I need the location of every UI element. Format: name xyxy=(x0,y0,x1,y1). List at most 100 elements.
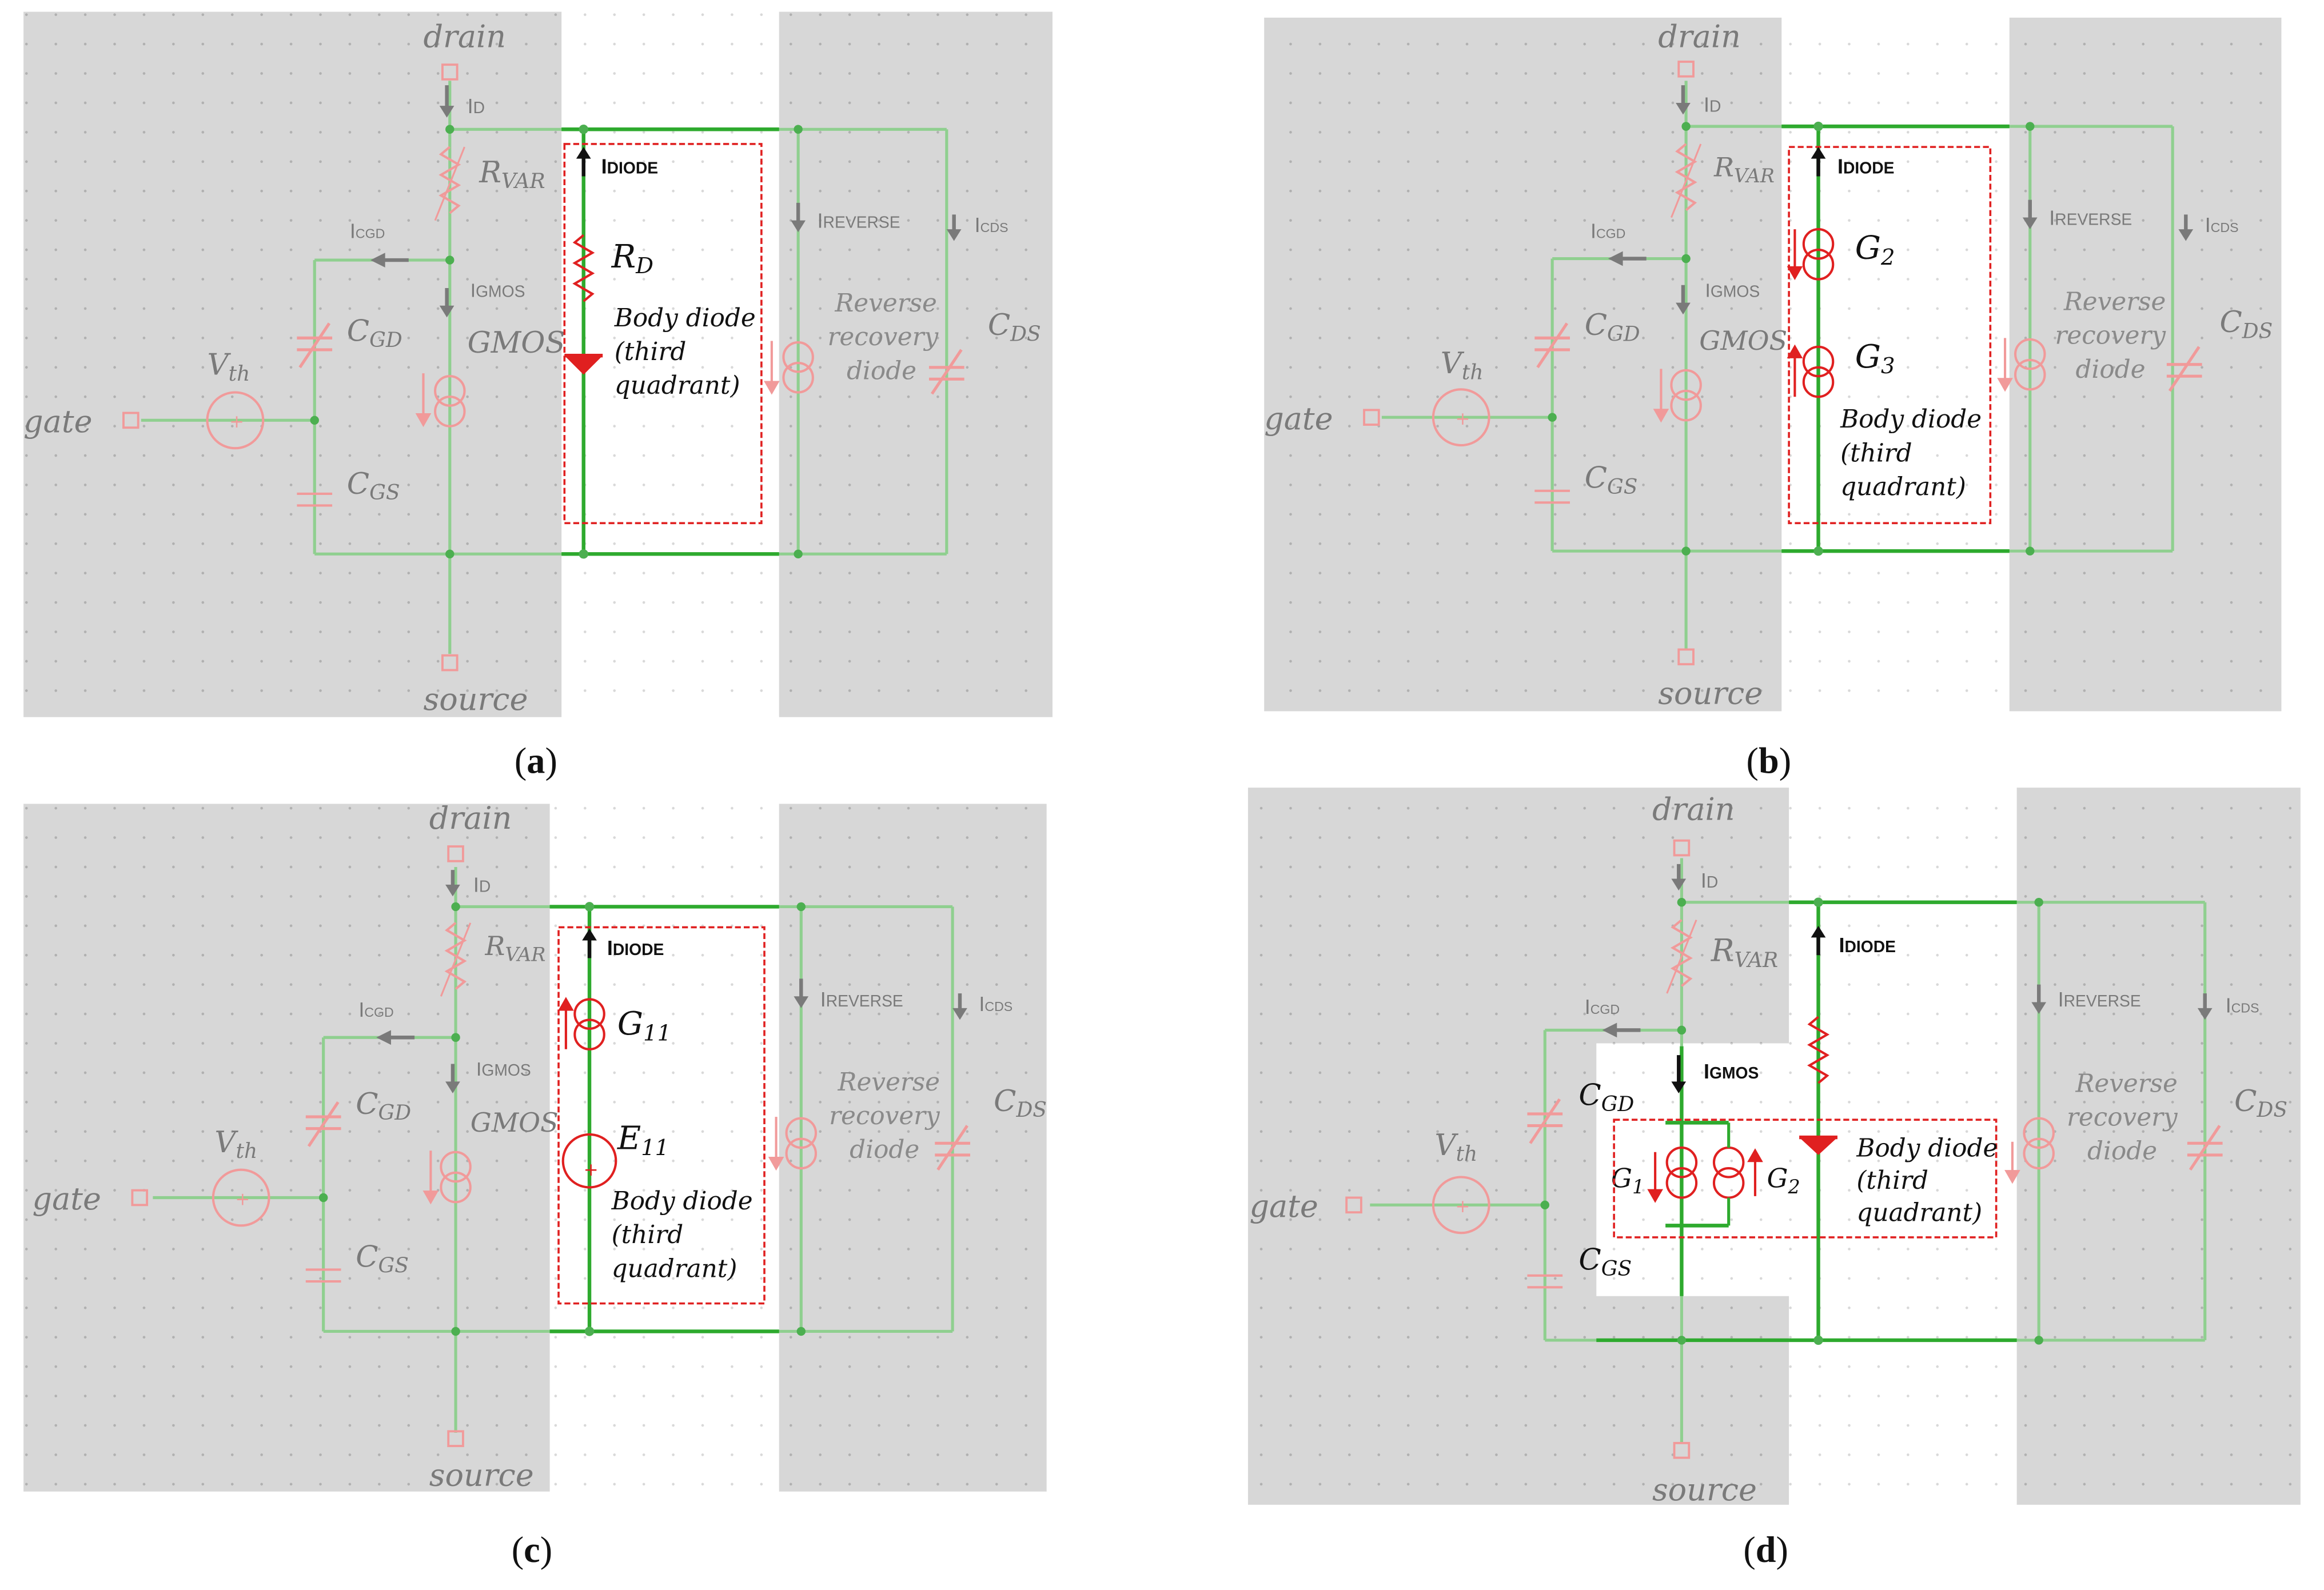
panel-c-icds-label: ICDS xyxy=(979,992,1012,1016)
panel-b-icds-arrow xyxy=(2178,214,2194,241)
panel-b-rvar-label: RVAR xyxy=(1713,152,1775,187)
panel-d-igmos-arrow xyxy=(1671,1055,1687,1093)
panel-c-icgd-arrow xyxy=(376,1030,415,1045)
panel-d-g1-label: G1 xyxy=(1611,1163,1644,1198)
panel-a-ireverse-label: IREVERSE xyxy=(818,209,900,233)
panel-c-source-label: source xyxy=(429,1457,534,1493)
panel-b-cds-label: CDS xyxy=(2219,305,2273,343)
panel-b-gmos-label: GMOS xyxy=(1699,325,1787,356)
panel-d-bd-line2: (third xyxy=(1856,1166,1928,1195)
panel-d-shade-left-grid xyxy=(1247,788,1789,1505)
panel-c-cgs-label: CGS xyxy=(356,1240,409,1277)
panel-b-junctions xyxy=(1548,121,2035,556)
panel-d-source-terminal xyxy=(1673,1441,1691,1459)
panel-d-cgd-capacitor xyxy=(1527,1098,1563,1144)
panel-d-cds-capacitor xyxy=(2187,1125,2223,1171)
panel-b-body-diode-box xyxy=(1788,146,1992,525)
panel-d-icgd-label: ICGD xyxy=(1585,995,1620,1018)
panel-d-vth-source xyxy=(1432,1176,1490,1235)
panel-b-icgd-label: ICGD xyxy=(1590,219,1625,243)
panel-a: drain source gate ID RVAR ICGD IGMOS xyxy=(23,11,1053,781)
panel-b-idiode-arrow xyxy=(1811,147,1826,177)
panel-b-rr-line3: diode xyxy=(2075,355,2145,384)
panel-b-rvar-variable-arrow xyxy=(1670,143,1702,218)
panel-d-cgs-label: CGS xyxy=(1578,1243,1632,1280)
panel-a-rvar-variable-arrow xyxy=(434,146,465,221)
panel-c-junctions xyxy=(318,902,806,1336)
panel-b-rvar-resistor xyxy=(1675,143,1697,211)
panel-b-gmos-source xyxy=(1653,369,1702,423)
panel-c-ireverse-arrow xyxy=(794,978,809,1008)
panel-a-cds-label: CDS xyxy=(988,308,1041,346)
panel-c-vth-source xyxy=(212,1168,270,1227)
panel-c-icgd-label: ICGD xyxy=(358,998,393,1021)
panel-c-rvar-label: RVAR xyxy=(484,930,545,965)
panel-a-cgs-label: CGS xyxy=(347,467,400,505)
panel-b-icds-label: ICDS xyxy=(2205,213,2239,237)
panel-d-idiode-arrow xyxy=(1811,925,1826,956)
panel-b-ireverse-arrow xyxy=(2022,199,2038,230)
panel-d-rr-line2: recovery xyxy=(2067,1103,2178,1132)
panel-b-reverse-recovery-source xyxy=(1997,338,2046,392)
panel-a-cgs-capacitor xyxy=(297,492,333,507)
panel-d-drain-terminal xyxy=(1673,839,1691,857)
panel-b-id-arrow xyxy=(1676,85,1691,115)
panel-a-vth-source xyxy=(206,391,265,450)
panel-c-bd-line2: (third xyxy=(612,1220,684,1249)
panel-a-bd-line1: Body diode xyxy=(614,303,756,333)
panel-c-cgd-label: CGD xyxy=(356,1087,411,1125)
panel-b-gate-terminal xyxy=(1363,409,1380,426)
panel-a-gmos-source xyxy=(415,373,466,428)
panel-b-g3-label: G3 xyxy=(1855,338,1895,379)
panel-a-cds-capacitor xyxy=(928,349,964,395)
panel-c-gate-label: gate xyxy=(33,1181,101,1217)
panel-c-vth-label: Vth xyxy=(214,1125,257,1163)
panel-a-id-label: ID xyxy=(468,94,485,118)
panel-b-g2-source xyxy=(1787,228,1835,281)
panel-c-rr-line3: diode xyxy=(850,1135,919,1164)
panel-b-rr-line2: recovery xyxy=(2055,321,2166,350)
panel-a-diode xyxy=(564,354,603,375)
panel-d-ireverse-arrow xyxy=(2031,984,2047,1014)
panel-b-source-terminal xyxy=(1677,648,1695,666)
panel-a-igmos-arrow xyxy=(439,287,455,318)
panel-b-bd-line2: (third xyxy=(1840,438,1912,468)
panel-a-drain-terminal xyxy=(441,63,459,81)
panel-a-body-diode-box xyxy=(563,143,763,525)
panel-a-rr-line2: recovery xyxy=(828,322,939,351)
panel-c-cgd-capacitor xyxy=(305,1101,341,1147)
panel-a-rr-line1: Reverse xyxy=(834,289,936,318)
panel-c-icds-arrow xyxy=(952,993,967,1020)
panel-a-idiode-arrow xyxy=(576,147,591,177)
panel-c-shade-left-grid xyxy=(23,804,550,1492)
panel-a-caption: (a) xyxy=(515,740,557,781)
panel-d-icds-arrow xyxy=(2197,993,2213,1020)
panel-c-bd-line1: Body diode xyxy=(611,1186,753,1216)
panel-c-igmos-label: IGMOS xyxy=(476,1059,531,1080)
panel-b-vth-source xyxy=(1432,388,1490,447)
panel-c-e11-plus: + xyxy=(584,1160,599,1180)
panel-d-id-label: ID xyxy=(1701,869,1718,892)
panel-b-shade-right-grid xyxy=(2009,17,2282,712)
panel-d-caption: (d) xyxy=(1743,1529,1788,1570)
panel-c-gate-terminal xyxy=(131,1189,149,1207)
panel-a-rd-resistor xyxy=(572,234,595,302)
panel-c-cds-label: CDS xyxy=(994,1084,1047,1122)
panel-d-junctions xyxy=(1540,897,2043,1345)
panel-d-bd-line1: Body diode xyxy=(1856,1134,1998,1163)
panel-b-idiode-label: IDIODE xyxy=(1837,154,1895,178)
panel-a-icgd-label: ICGD xyxy=(350,219,385,243)
panel-d-highlight-wires xyxy=(1596,900,2017,1343)
panel-c-idiode-arrow xyxy=(582,928,597,958)
panel-d-rr-line3: diode xyxy=(2087,1137,2157,1166)
panel-b-g2-label: G2 xyxy=(1855,229,1895,270)
panel-c-e11-source xyxy=(561,1133,617,1189)
panel-c-cgs-capacitor xyxy=(305,1268,341,1283)
panel-b-shade-left-grid xyxy=(1264,17,1782,712)
panel-b-bd-line1: Body diode xyxy=(1840,405,1982,434)
panel-c-reverse-recovery-source xyxy=(768,1117,818,1171)
panel-b-ireverse-label: IREVERSE xyxy=(2049,206,2132,229)
panel-a-bd-line3: quadrant) xyxy=(615,371,740,400)
panel-a-id-arrow xyxy=(439,85,455,118)
panel-b-vth-label: Vth xyxy=(1441,346,1484,384)
